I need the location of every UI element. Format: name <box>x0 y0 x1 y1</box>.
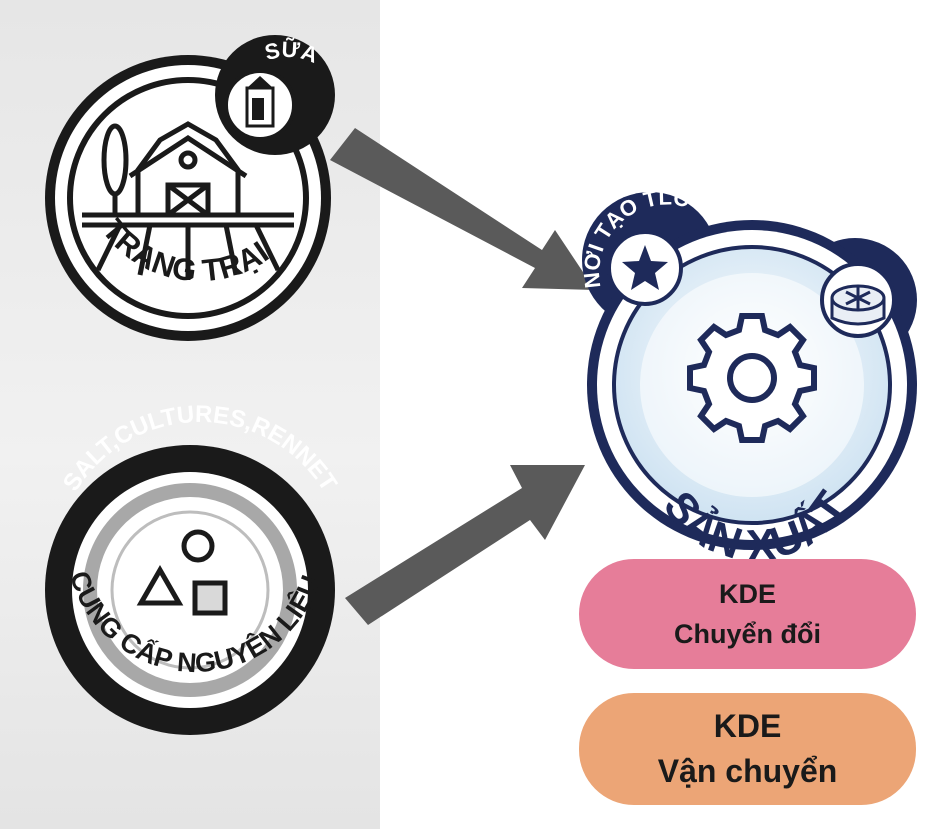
shapes-icon <box>136 529 228 616</box>
manufacturing-node: NƠI TẠO TLC PHÔ MAI MỀM SẢN XUẤT <box>579 184 932 570</box>
arrow-farm-to-manufacturing <box>330 128 595 290</box>
arrow-supplier-to-manufacturing <box>345 465 585 625</box>
kde-transport-pill: KDE Vận chuyển <box>579 693 916 805</box>
kde-transformation-subtitle: Chuyển đổi <box>674 619 821 649</box>
kde-transformation-title: KDE <box>718 579 776 609</box>
kde-transport-title: KDE <box>713 708 782 744</box>
star-icon <box>622 245 668 290</box>
farm-node: SỮA TRANG TRẠI <box>45 35 335 341</box>
cheese-icon <box>830 284 886 326</box>
kde-transport-subtitle: Vận chuyển <box>657 753 838 789</box>
barn-icon <box>82 121 294 280</box>
supplier-node: SALT,CULTURES,RENNET CUNG CẤP NGUYÊN LIỆ… <box>45 401 342 735</box>
kde-transformation-pill: KDE Chuyển đổi <box>579 559 916 669</box>
gear-icon <box>687 313 817 443</box>
milk-carton-icon <box>245 76 275 128</box>
